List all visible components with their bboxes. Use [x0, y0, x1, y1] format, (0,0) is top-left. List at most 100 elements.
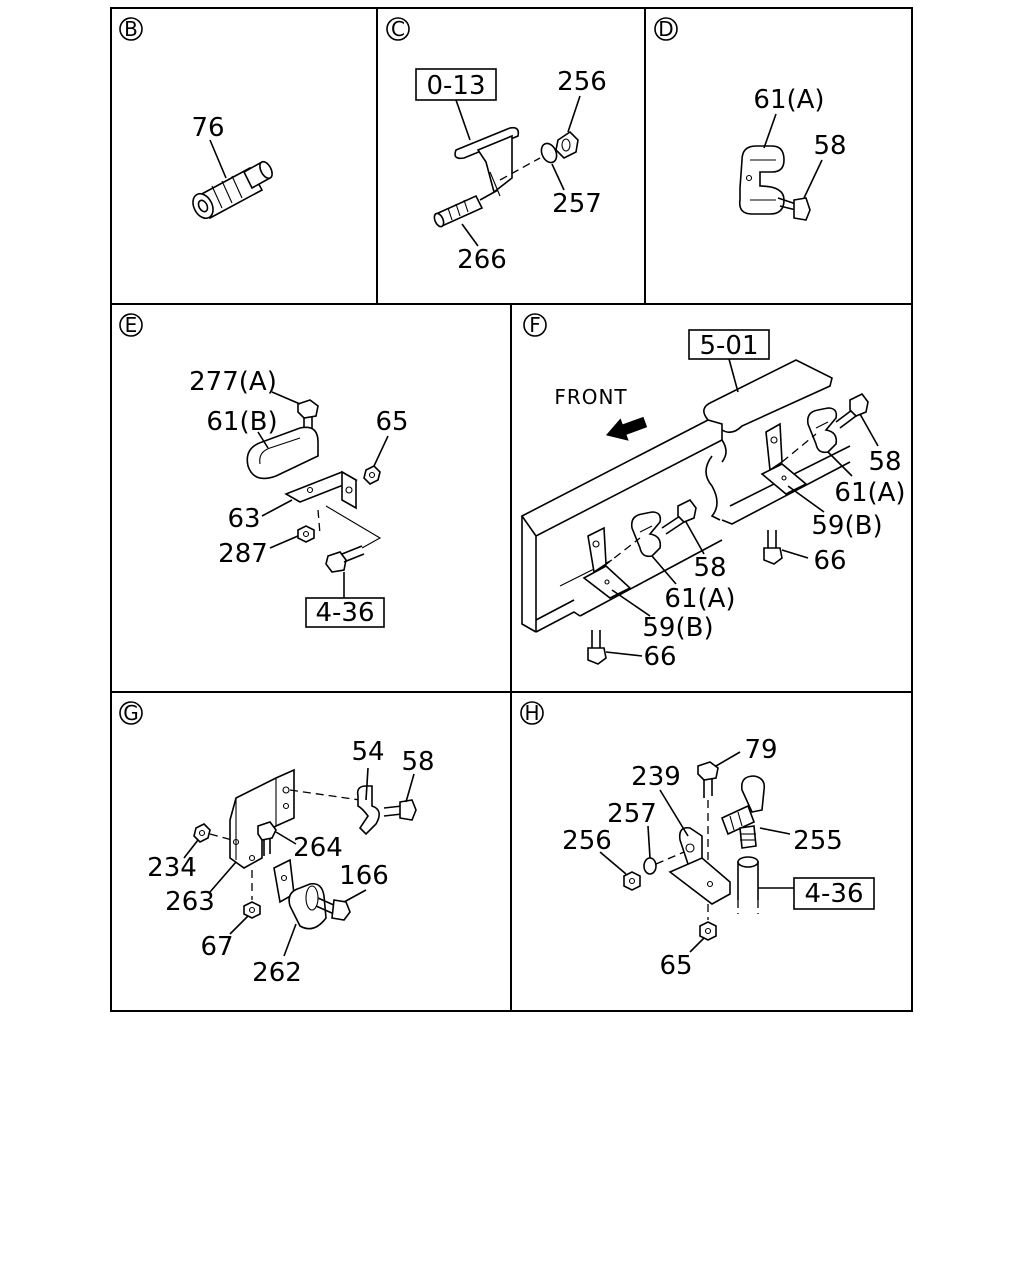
label-61a-d: 61(A) [753, 85, 824, 115]
front-arrow [605, 416, 648, 441]
label-58-f-a: 58 [693, 553, 726, 583]
label-263: 263 [165, 887, 215, 917]
part-58-bolt-f-a [661, 498, 697, 535]
panel-d-letter: D [658, 17, 673, 41]
ref-box-5-01: 5-01 [688, 329, 770, 361]
ref-box-4-36-e: 4-36 [305, 597, 385, 628]
label-256: 256 [557, 67, 607, 97]
part-4-36-pipe-h [737, 856, 759, 914]
label-255: 255 [793, 826, 843, 856]
front-label: FRONT [554, 385, 627, 409]
panel-g: G 54 58 264 [119, 701, 435, 988]
panel-letter-g: G [119, 701, 143, 725]
label-287: 287 [218, 539, 268, 569]
ref-box-4-36-h: 4-36 [793, 877, 875, 910]
label-257-h: 257 [607, 799, 657, 829]
label-67: 67 [200, 932, 233, 962]
label-59b-f-a: 59(B) [642, 613, 713, 643]
part-61a-clip-d [738, 145, 785, 215]
panel-c-letter: C [391, 17, 405, 41]
panel-h-letter: H [524, 701, 539, 725]
part-234-nut [193, 823, 211, 843]
part-255-fitting [720, 775, 766, 849]
frame-rail [520, 359, 851, 633]
panel-f-letter: F [529, 313, 541, 337]
panel-letter-c: C [386, 17, 410, 41]
label-65-h: 65 [659, 951, 692, 981]
label-239: 239 [631, 762, 681, 792]
part-239-bracket [668, 826, 731, 905]
panel-h: H 79 239 255 [520, 701, 875, 981]
part-61a-clip-f-b [806, 407, 838, 454]
label-66-f-a: 66 [643, 642, 676, 672]
panel-letter-d: D [654, 17, 678, 41]
label-61b: 61(B) [206, 407, 277, 437]
part-79-bolt [697, 761, 719, 798]
panel-b: B 76 [119, 17, 273, 220]
panel-f: F 5-01 FRONT [520, 313, 906, 672]
panel-c: C 0-13 256 257 266 [386, 17, 607, 275]
label-54: 54 [351, 737, 384, 767]
part-264-bolt [257, 821, 277, 856]
panel-d: D 61(A) 58 [654, 17, 847, 221]
part-256-nut-h [623, 871, 641, 891]
part-bracket-c [454, 126, 520, 197]
ref-box-0-13: 0-13 [415, 68, 497, 101]
label-277a: 277(A) [189, 367, 277, 397]
label-257: 257 [552, 189, 602, 219]
label-61a-f-a: 61(A) [664, 584, 735, 614]
label-79: 79 [744, 735, 777, 765]
part-59b-bracket-a [582, 526, 632, 599]
part-277a-bolt [297, 399, 319, 434]
label-76: 76 [191, 113, 224, 143]
part-59b-bracket-b [760, 422, 808, 495]
ref-4-36-e: 4-36 [315, 598, 374, 628]
part-65-nut-e [363, 465, 381, 485]
part-63-bracket [284, 470, 358, 510]
panel-e-letter: E [125, 313, 138, 337]
label-166: 166 [339, 861, 389, 891]
label-59b-f-b: 59(B) [811, 511, 882, 541]
part-54-clip [356, 785, 380, 836]
label-58-f-b: 58 [868, 447, 901, 477]
part-bolt-e [325, 545, 365, 573]
part-76-fitting [192, 160, 273, 220]
panel-letter-h: H [520, 701, 544, 725]
part-287-washer [297, 525, 315, 543]
part-66-bolt-f-a [587, 630, 607, 665]
label-58-g: 58 [401, 747, 434, 777]
label-65-e: 65 [375, 407, 408, 437]
label-262: 262 [252, 958, 302, 988]
part-266-nipple [433, 189, 499, 228]
label-61a-f-b: 61(A) [834, 478, 905, 508]
part-61a-clip-f-a [630, 511, 662, 558]
label-264: 264 [293, 833, 343, 863]
panel-b-letter: B [124, 17, 138, 41]
panel-letter-e: E [119, 313, 143, 337]
label-58-d: 58 [813, 131, 846, 161]
part-263-bracket [229, 768, 295, 869]
part-61b-clamp [246, 426, 319, 480]
panel-letter-b: B [119, 17, 143, 41]
label-63: 63 [227, 504, 260, 534]
part-58-bolt-d [777, 197, 811, 221]
label-66-f-b: 66 [813, 546, 846, 576]
label-234: 234 [147, 853, 197, 883]
part-58-bolt-f-b [835, 392, 869, 429]
part-65-nut-h [699, 921, 717, 941]
label-266: 266 [457, 245, 507, 275]
ref-5-01: 5-01 [699, 331, 758, 361]
panel-g-letter: G [123, 701, 139, 725]
panel-letter-f: F [523, 313, 547, 337]
part-66-bolt-f-b [763, 530, 783, 565]
part-256-nut [555, 130, 579, 159]
part-58-bolt-g [383, 799, 417, 821]
part-67-nut [243, 901, 261, 919]
panel-grid [110, 7, 913, 1012]
ref-4-36-h: 4-36 [804, 879, 863, 909]
ref-0-13: 0-13 [426, 71, 485, 101]
panel-e: E 277(A) 61(B) 63 65 [119, 313, 409, 628]
part-262-clamp [273, 858, 327, 930]
label-256-h: 256 [562, 826, 612, 856]
